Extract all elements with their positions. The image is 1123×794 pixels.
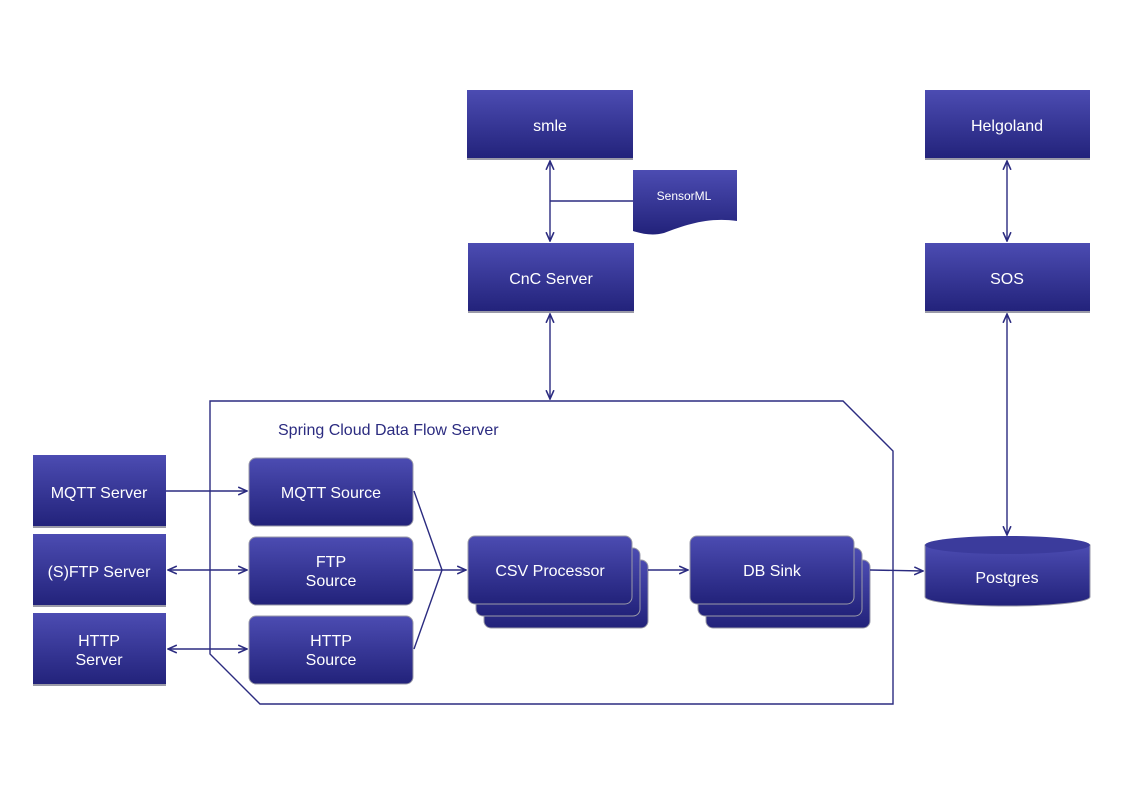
csv-processor-node[interactable]: CSV Processor	[467, 535, 649, 629]
http-source-node[interactable]: HTTP Source	[248, 615, 414, 685]
sensorml-label: SensorML	[657, 189, 712, 203]
smle-label: smle	[533, 118, 567, 135]
postgres-label: Postgres	[975, 570, 1038, 587]
db-sink-label: DB Sink	[743, 563, 802, 580]
mqtt-source-node[interactable]: MQTT Source	[248, 457, 414, 527]
sftp-server-node[interactable]: (S)FTP Server	[33, 534, 166, 607]
dataflow-server-boundary	[209, 400, 894, 705]
ftp-source-label-line1: FTP	[316, 554, 346, 571]
db-sink-node[interactable]: DB Sink	[689, 535, 871, 629]
helgoland-label: Helgoland	[971, 118, 1043, 135]
ftp-source-node[interactable]: FTP Source	[248, 536, 414, 606]
csv-processor-label: CSV Processor	[495, 563, 605, 580]
postgres-database[interactable]: Postgres	[924, 536, 1091, 607]
helgoland-node[interactable]: Helgoland	[925, 90, 1090, 160]
sftp-server-label: (S)FTP Server	[48, 564, 152, 581]
http-source-label-line2: Source	[306, 652, 357, 669]
cnc-server-node[interactable]: CnC Server	[468, 243, 634, 313]
sos-label: SOS	[990, 271, 1024, 288]
edge-dbsink-postgres	[869, 570, 923, 571]
http-source-label-line1: HTTP	[310, 633, 352, 650]
ftp-source-label-line2: Source	[306, 573, 357, 590]
sensorml-document[interactable]: SensorML	[633, 170, 737, 235]
mqtt-source-label: MQTT Source	[281, 485, 381, 502]
mqtt-server-label: MQTT Server	[51, 485, 148, 502]
http-server-node[interactable]: HTTP Server	[33, 613, 166, 686]
sos-node[interactable]: SOS	[925, 243, 1090, 313]
edge-http-source-merge	[413, 569, 443, 650]
mqtt-server-node[interactable]: MQTT Server	[33, 455, 166, 528]
edge-mqtt-source-merge	[413, 490, 443, 571]
smle-node[interactable]: smle	[467, 90, 633, 160]
http-server-label-line2: Server	[75, 652, 123, 669]
cnc-server-label: CnC Server	[509, 271, 593, 288]
http-server-label-line1: HTTP	[78, 633, 120, 650]
dataflow-server-label: Spring Cloud Data Flow Server	[278, 422, 499, 439]
